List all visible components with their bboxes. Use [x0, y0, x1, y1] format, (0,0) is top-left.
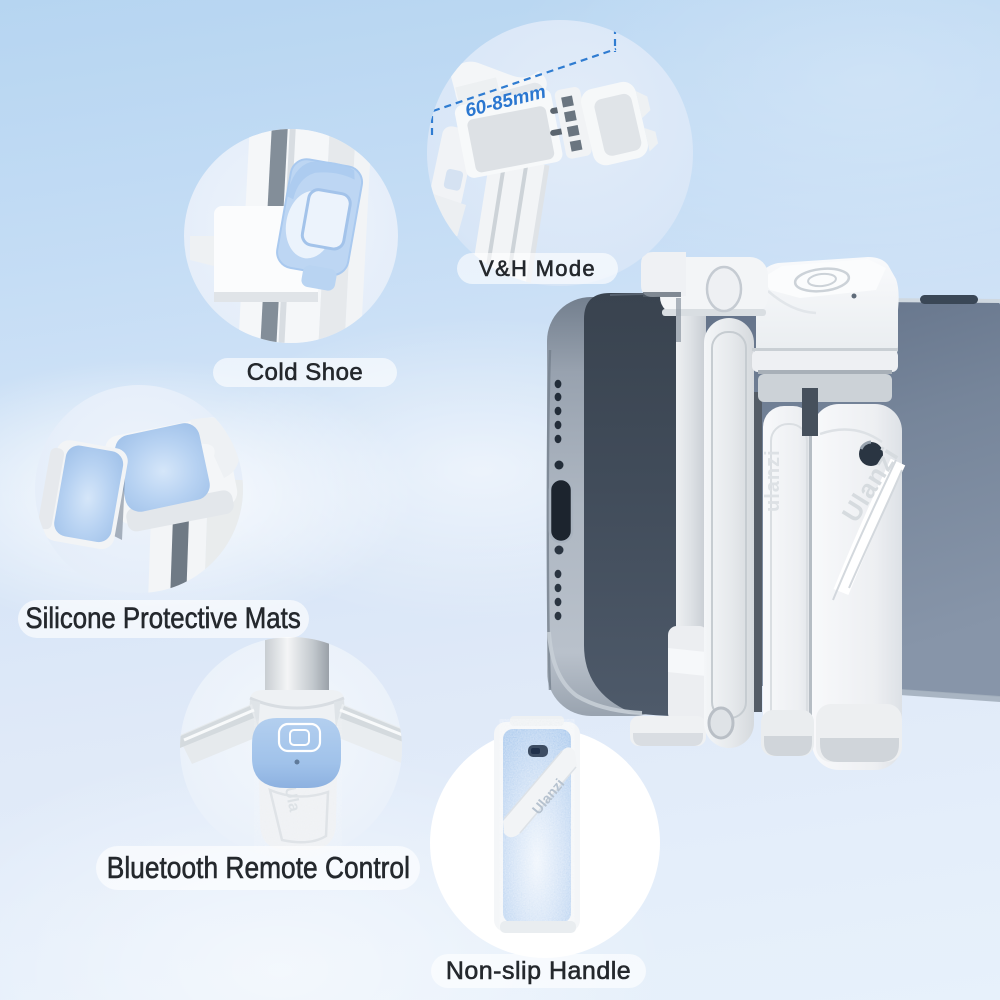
svg-text:Ula: Ula	[281, 785, 303, 813]
svg-text:ulanzi: ulanzi	[762, 449, 784, 512]
